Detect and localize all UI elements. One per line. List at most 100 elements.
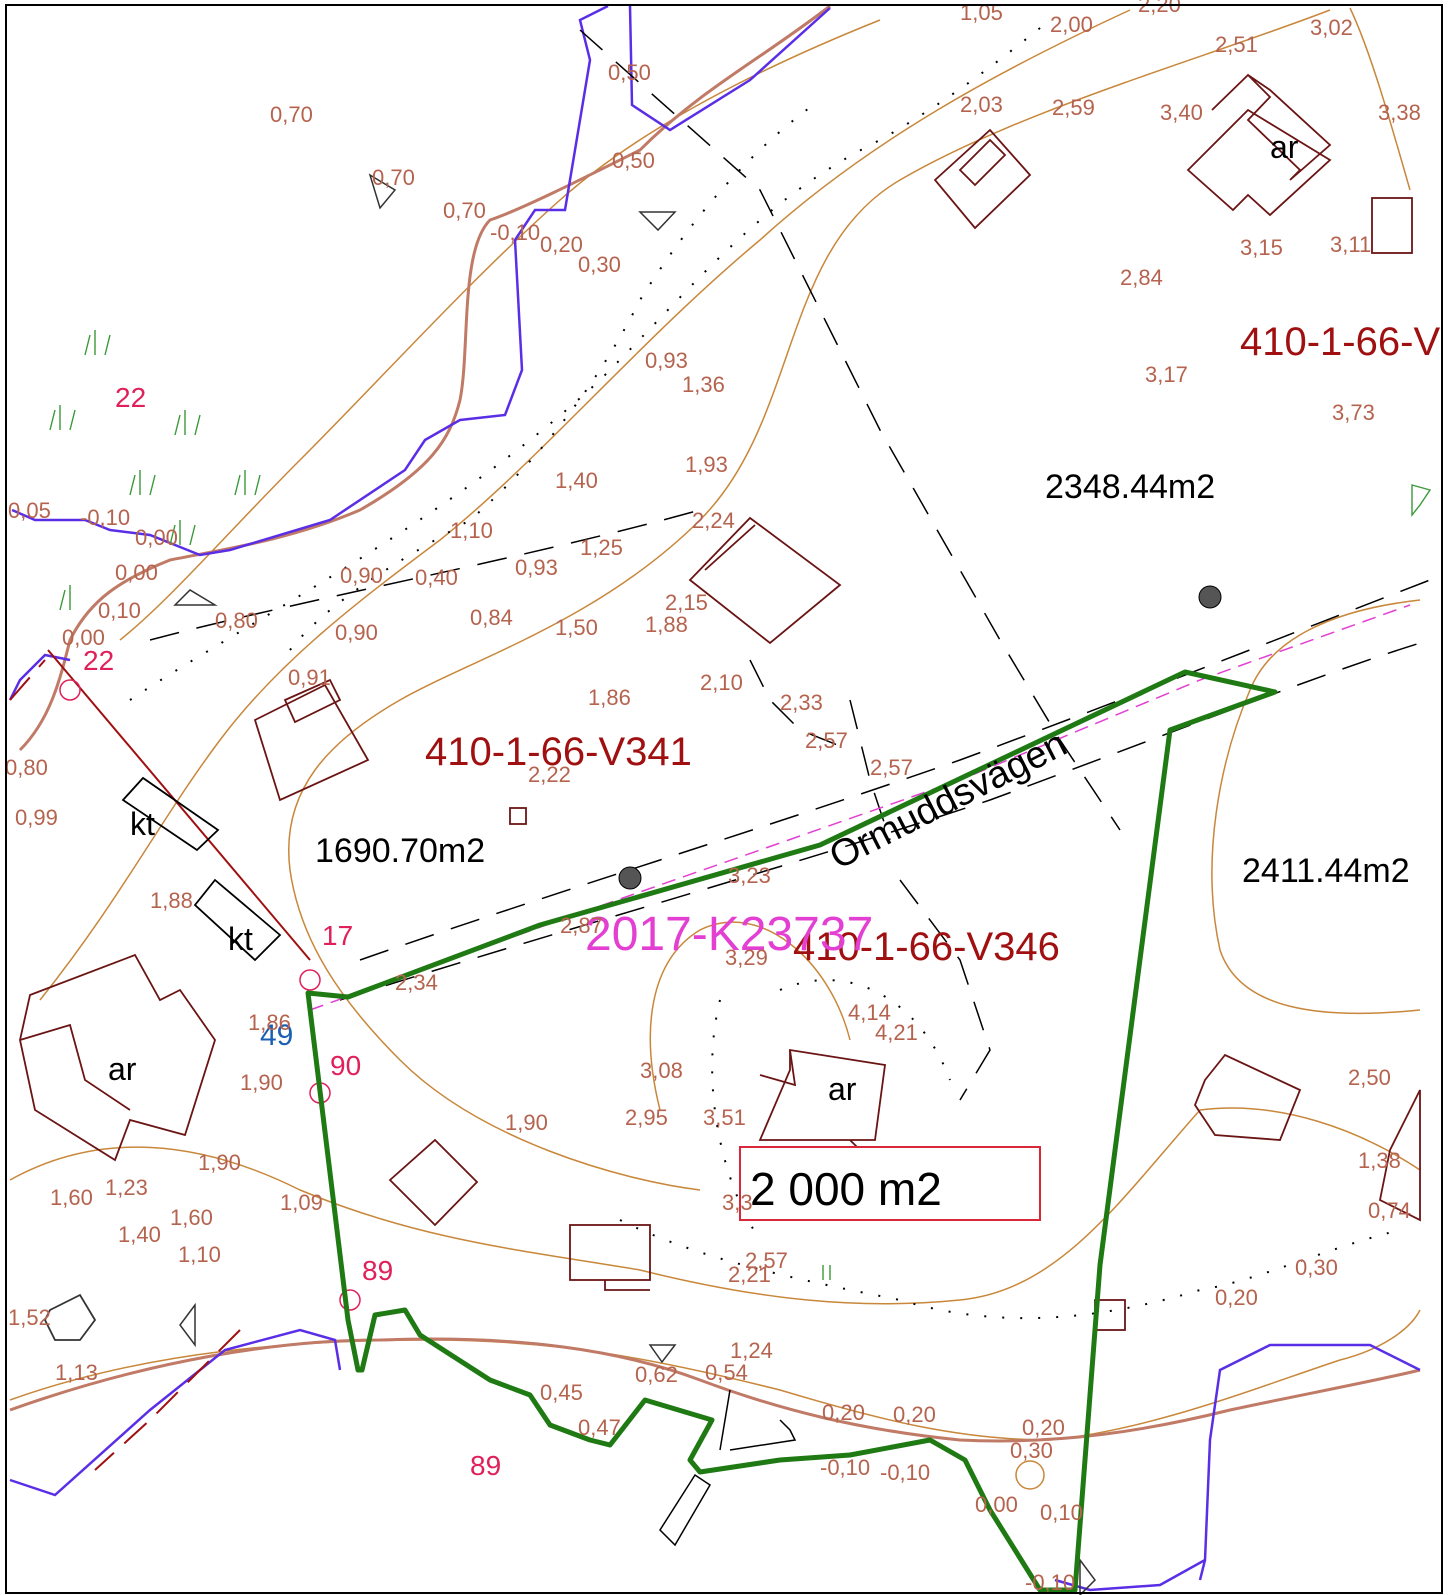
spot-height: 2,51 xyxy=(1215,32,1258,57)
spot-height: 1,86 xyxy=(588,685,631,710)
spot-height: 2,00 xyxy=(1050,12,1093,37)
spot-height: 0,70 xyxy=(270,102,313,127)
spot-height: 1,38 xyxy=(1358,1148,1401,1173)
spot-height: 1,88 xyxy=(645,612,688,637)
spot-height: 1,90 xyxy=(240,1070,283,1095)
spot-height: 0,70 xyxy=(443,198,486,223)
spot-height: 0,20 xyxy=(822,1400,865,1425)
spot-height: 1,86 xyxy=(248,1010,291,1035)
area-label-2411: 2411.44m2 xyxy=(1242,852,1410,890)
area-box xyxy=(739,1146,1041,1221)
spot-height: 2,21 xyxy=(728,1262,771,1287)
spot-height: 1,23 xyxy=(105,1175,148,1200)
spot-height: 0,99 xyxy=(15,805,58,830)
parcel-id-v-edge: 410-1-66-V xyxy=(1240,320,1440,364)
parcel-boundary xyxy=(305,669,1278,1593)
spot-height: 2,59 xyxy=(1052,95,1095,120)
point-number: 90 xyxy=(330,1050,361,1081)
spot-height: 0,00 xyxy=(62,625,105,650)
spot-height: -0,10 xyxy=(490,220,540,245)
spot-height: 0,10 xyxy=(98,598,141,623)
building-code-kt: kt xyxy=(228,921,253,957)
spot-height: 1,10 xyxy=(450,518,493,543)
spot-height: 3,51 xyxy=(703,1105,746,1130)
area-box-label: 2 000 m2 xyxy=(750,1163,942,1215)
spot-height: 2,95 xyxy=(625,1105,668,1130)
point-number: 22 xyxy=(83,645,114,676)
cadastral-points xyxy=(59,679,1045,1490)
spot-height: 0,20 xyxy=(540,232,583,257)
spot-height: 0,10 xyxy=(1040,1500,1083,1525)
spot-height: 2,87 xyxy=(560,913,603,938)
spot-height: 3,40 xyxy=(1160,100,1203,125)
shoreline xyxy=(9,4,1421,1443)
spot-height: 1,60 xyxy=(50,1185,93,1210)
spot-height: 0,50 xyxy=(612,148,655,173)
spot-height: 1,88 xyxy=(150,888,193,913)
spot-height: 0,62 xyxy=(635,1362,678,1387)
spot-height: 1,40 xyxy=(555,468,598,493)
spot-height: 2,03 xyxy=(960,92,1003,117)
building-code-ar: ar xyxy=(1270,129,1299,165)
spot-height: 2,84 xyxy=(1120,265,1163,290)
point-number: 89 xyxy=(470,1450,501,1481)
spot-height: 0,91 xyxy=(288,665,331,690)
spot-height: 2,20 xyxy=(1138,0,1181,17)
road-edges xyxy=(149,29,1431,1101)
spot-height: 2,24 xyxy=(692,508,735,533)
red-boundary-line xyxy=(9,649,311,1471)
parcel-id-v346: 410-1-66-V346 xyxy=(793,925,1060,969)
road-name-label: Ormuddsvägen xyxy=(823,723,1074,878)
spot-height: 0,45 xyxy=(540,1380,583,1405)
spot-height: 2,22 xyxy=(528,762,571,787)
spot-height: 0,30 xyxy=(1295,1255,1338,1280)
contour-lines xyxy=(9,7,1421,1441)
waterline xyxy=(8,4,1421,1592)
spot-height: 1,13 xyxy=(55,1360,98,1385)
spot-height: 3,38 xyxy=(1378,100,1421,125)
spot-height: 1,50 xyxy=(555,615,598,640)
spot-height: 0,00 xyxy=(135,525,178,550)
spot-height: 3,23 xyxy=(728,863,771,888)
spot-height: 0,90 xyxy=(340,563,383,588)
spot-height: 1,36 xyxy=(682,372,725,397)
spot-height: 2,15 xyxy=(665,590,708,615)
spot-height: 0,54 xyxy=(705,1360,748,1385)
spot-height: 1,24 xyxy=(730,1338,773,1363)
spot-height: 1,52 xyxy=(8,1305,51,1330)
spot-height: 0,93 xyxy=(515,555,558,580)
spot-height: 0,74 xyxy=(1368,1198,1411,1223)
spot-height: 0,20 xyxy=(1022,1415,1065,1440)
spot-height: 4,14 xyxy=(848,1000,891,1025)
spot-height: 3,73 xyxy=(1332,400,1375,425)
dotted-lines xyxy=(129,19,1401,1320)
vegetation-marks xyxy=(49,330,1432,1280)
spot-height: 1,93 xyxy=(685,452,728,477)
spot-height: 3,3 xyxy=(722,1190,753,1215)
spot-height: 2,33 xyxy=(780,690,823,715)
spot-height: 0,05 xyxy=(8,498,51,523)
spot-height: 0,30 xyxy=(578,252,621,277)
spot-height: 0,00 xyxy=(975,1492,1018,1517)
spot-height: 1,05 xyxy=(960,0,1003,25)
blue-number: 49 xyxy=(260,1019,293,1052)
spot-height: 2,57 xyxy=(745,1248,788,1273)
spot-height: -0,10 xyxy=(820,1455,870,1480)
spot-height: 2,10 xyxy=(700,670,743,695)
spot-height: 1,25 xyxy=(580,535,623,560)
spot-height: 1,40 xyxy=(118,1222,161,1247)
spot-height: -0,10 xyxy=(1025,1570,1075,1595)
spot-height: 0,84 xyxy=(470,605,513,630)
building-code-kt: kt xyxy=(130,806,155,842)
map-frame xyxy=(5,4,1443,1594)
spot-height: 2,57 xyxy=(870,755,913,780)
manholes xyxy=(618,585,1222,890)
spot-height: 0,47 xyxy=(578,1415,621,1440)
spot-height: 0,93 xyxy=(645,348,688,373)
point-number: 22 xyxy=(115,382,146,413)
spot-height: 1,09 xyxy=(280,1190,323,1215)
spot-height: 0,40 xyxy=(415,565,458,590)
area-label-1690: 1690.70m2 xyxy=(315,832,485,870)
spot-height: -0,10 xyxy=(880,1460,930,1485)
